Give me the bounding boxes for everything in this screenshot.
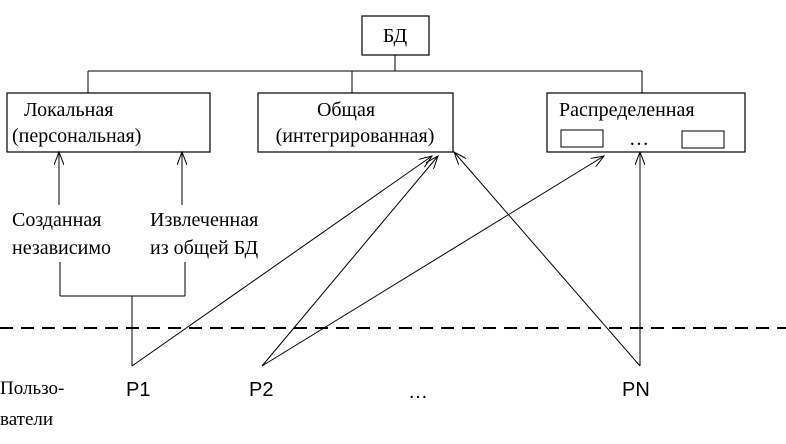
source-extracted-line1: Извлеченная: [150, 209, 258, 231]
distributed-node-right: [681, 130, 725, 149]
users-label-line1: Пользо-: [0, 378, 64, 399]
local-db-box: [6, 92, 211, 153]
user-p1: P1: [126, 379, 150, 401]
source-arrows: [59, 152, 182, 205]
root-box: [361, 15, 430, 56]
source-bracket: [59, 262, 186, 366]
users-label-line2: ватели: [0, 409, 53, 430]
distributed-node-left: [560, 129, 604, 148]
shared-db-box: [257, 92, 454, 153]
user-pn: PN: [622, 379, 650, 401]
shared-db-label-line2: (интегрированная): [276, 125, 435, 147]
user-p2: P2: [249, 379, 273, 401]
users-ellipsis: …: [408, 381, 428, 403]
source-independent-line2: независимо: [12, 237, 111, 259]
source-independent-line1: Созданная: [12, 209, 101, 231]
source-extracted-line2: из общей БД: [150, 237, 258, 259]
user-arrows: [131, 152, 640, 367]
root-label: БД: [383, 25, 408, 47]
shared-db-label-line1: Общая: [317, 99, 375, 121]
distributed-ellipsis: …: [629, 128, 649, 150]
tree-connectors: [87, 55, 643, 93]
local-db-label-line1: Локальная: [24, 99, 113, 121]
local-db-label-line2: (персональная): [12, 125, 141, 147]
distributed-db-label: Распределенная: [559, 99, 695, 121]
